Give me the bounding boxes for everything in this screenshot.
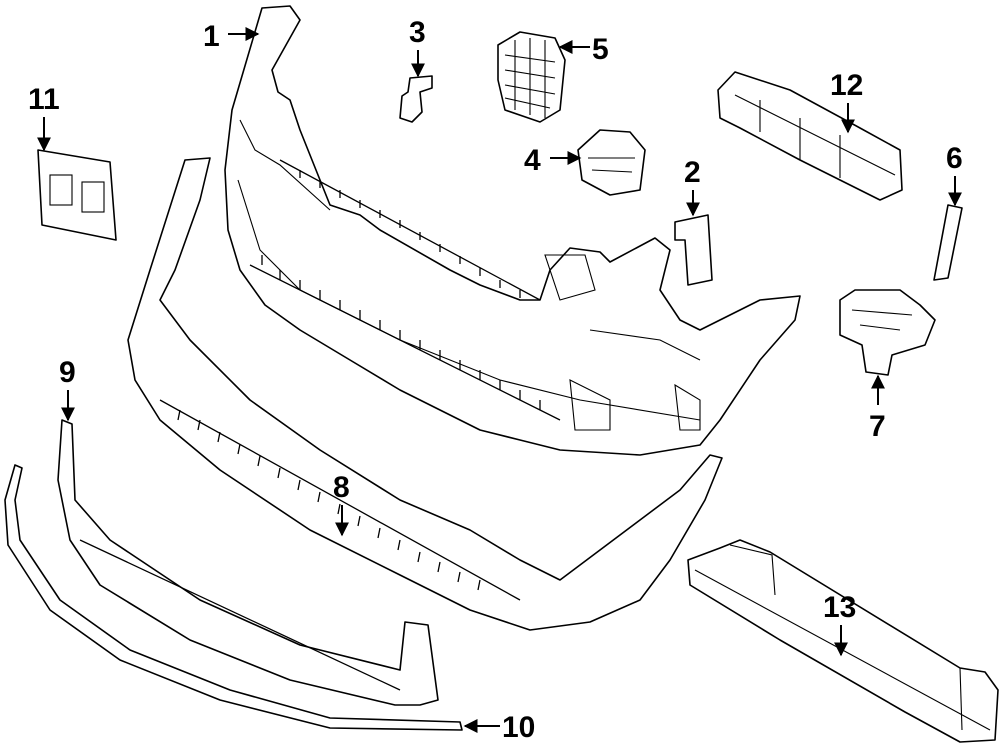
bumper-cover-part bbox=[224, 5, 801, 456]
energy-absorber-part bbox=[717, 71, 903, 201]
callout-7: 7 bbox=[869, 410, 886, 443]
side-bracket-part bbox=[577, 129, 646, 196]
callout-5: 5 bbox=[592, 33, 609, 66]
leader-lines bbox=[37, 27, 962, 733]
callout-1: 1 bbox=[203, 20, 220, 53]
callout-10: 10 bbox=[502, 711, 535, 744]
callout-2: 2 bbox=[684, 156, 701, 189]
callout-11: 11 bbox=[28, 83, 60, 116]
molding-strip-part bbox=[4, 464, 463, 731]
reinforcement-beam-part bbox=[687, 539, 999, 743]
small-bracket-part bbox=[933, 204, 963, 281]
retainer-part bbox=[674, 214, 713, 286]
callout-6: 6 bbox=[946, 142, 963, 175]
callout-12: 12 bbox=[830, 69, 863, 102]
callout-3: 3 bbox=[409, 16, 426, 49]
clip-part bbox=[399, 75, 433, 123]
lower-valance-part bbox=[127, 157, 723, 631]
grille-bracket-part bbox=[497, 31, 566, 123]
callout-labels: 1 2 3 4 5 6 7 8 9 10 11 12 13 bbox=[28, 16, 963, 744]
lower-trim-part bbox=[57, 419, 439, 706]
license-bracket-part bbox=[37, 149, 117, 241]
callout-4: 4 bbox=[524, 144, 541, 177]
callout-8: 8 bbox=[333, 471, 350, 504]
callout-9: 9 bbox=[59, 356, 76, 389]
bracket-assembly-part bbox=[839, 289, 936, 376]
callout-13: 13 bbox=[823, 591, 856, 624]
